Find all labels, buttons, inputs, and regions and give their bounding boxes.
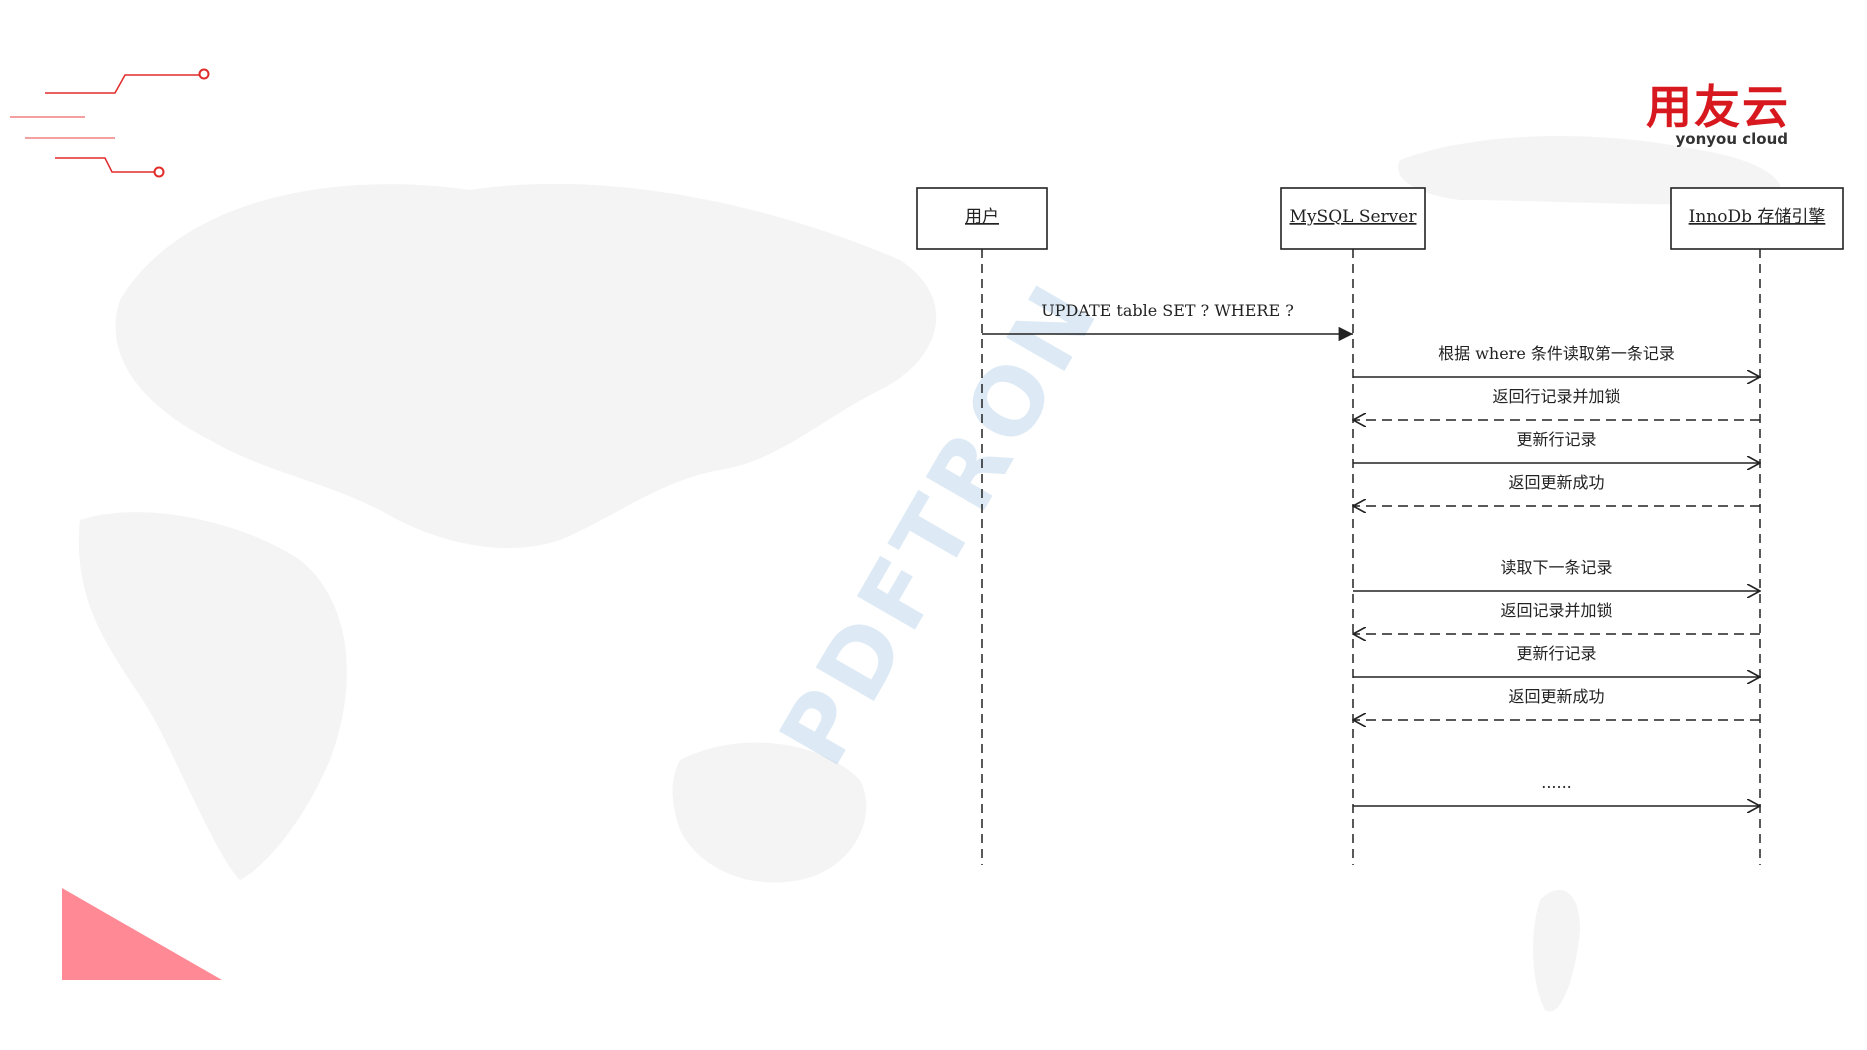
message-label: ...... — [1541, 773, 1572, 792]
participant-label: MySQL Server — [1290, 207, 1418, 227]
circuit-node-dot — [198, 68, 210, 80]
message-label: 返回更新成功 — [1508, 687, 1604, 706]
message-label: 根据 where 条件读取第一条记录 — [1438, 344, 1675, 363]
participant-label: InnoDb 存储引擎 — [1689, 207, 1826, 227]
message-label: 更新行记录 — [1516, 644, 1596, 663]
participant-label: 用户 — [965, 207, 999, 227]
message-label: 返回行记录并加锁 — [1492, 387, 1620, 406]
brand-logo-cn: 用友云 — [1646, 80, 1790, 134]
brand-logo-en: yonyou cloud — [1675, 130, 1789, 148]
message-label: 更新行记录 — [1516, 430, 1596, 449]
participant-user: 用户 — [916, 187, 1048, 250]
message-label: 返回更新成功 — [1508, 473, 1604, 492]
participant-mysql-server: MySQL Server — [1280, 187, 1426, 250]
message-label: UPDATE table SET ? WHERE ? — [1041, 301, 1294, 320]
participant-innodb: InnoDb 存储引擎 — [1670, 187, 1844, 250]
message-label: 返回记录并加锁 — [1500, 601, 1612, 620]
pink-triangle-decoration — [62, 888, 222, 980]
circuit-decoration — [10, 74, 200, 173]
world-map-background — [78, 136, 1782, 1012]
brand-logo: 用友云 yonyou cloud — [1640, 82, 1790, 148]
circuit-node-dot — [153, 166, 165, 178]
message-label: 读取下一条记录 — [1500, 558, 1612, 577]
messages: UPDATE table SET ? WHERE ? 根据 where 条件读取第… — [982, 301, 1760, 806]
